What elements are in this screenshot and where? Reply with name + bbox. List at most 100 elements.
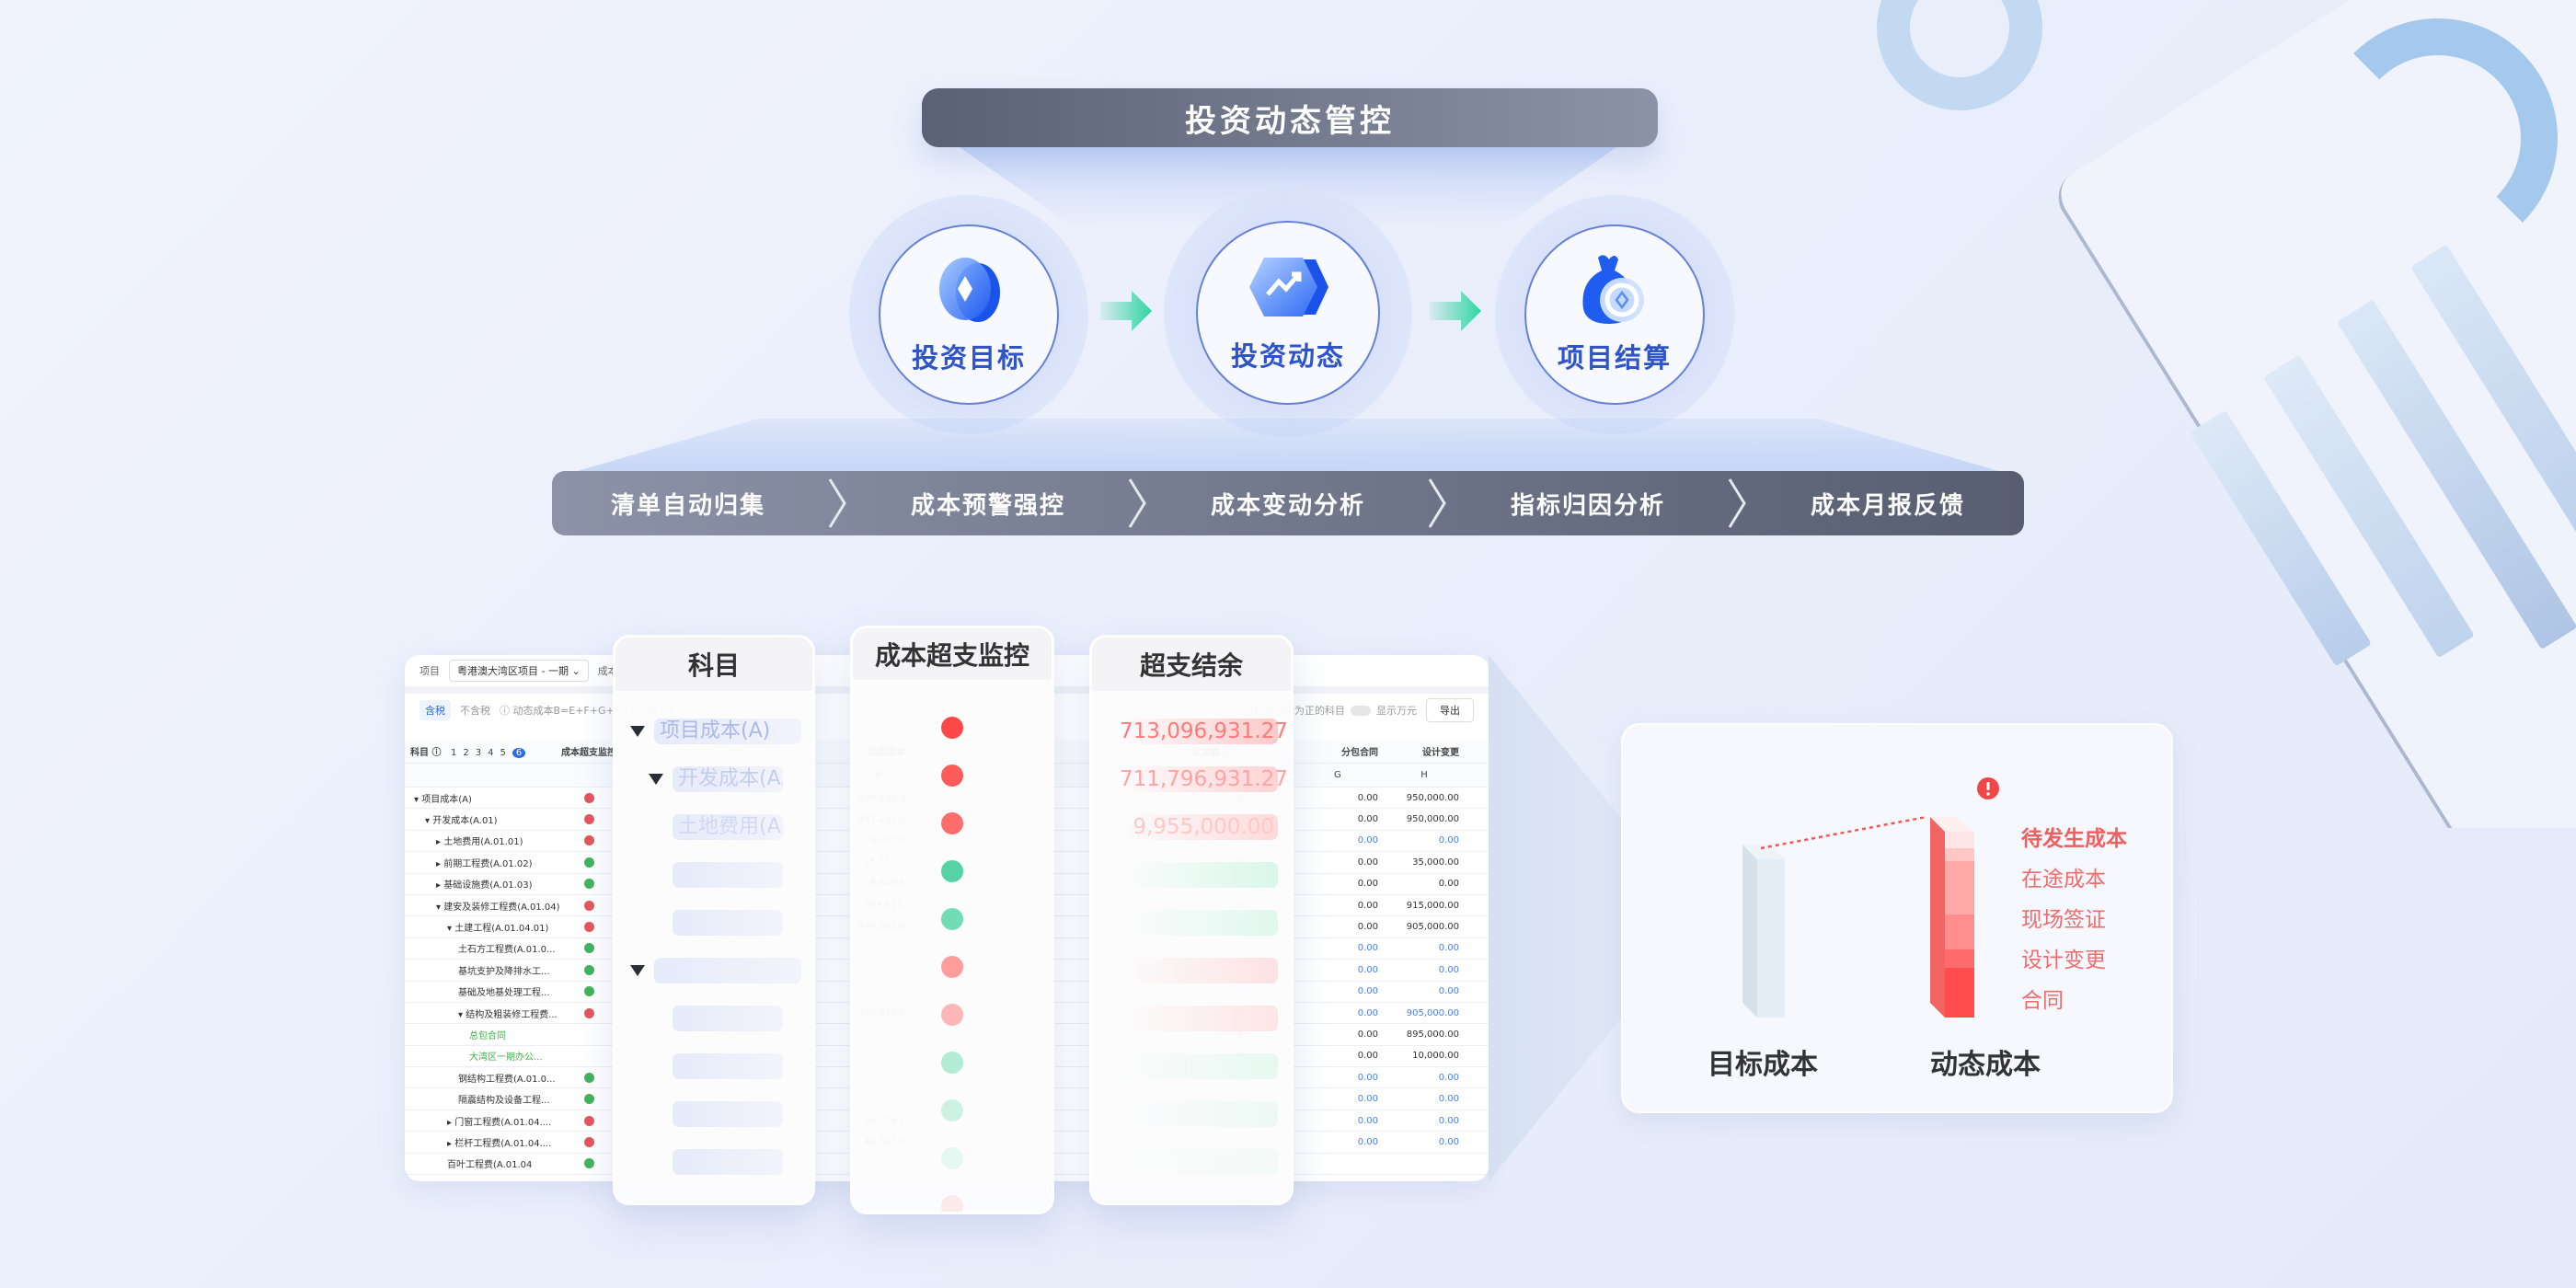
tab-tax-excluded[interactable]: 不含税 [460, 705, 490, 717]
subject-item-label: 土地费用(A.01.01) [678, 815, 783, 838]
row-status [561, 835, 616, 846]
row-design-change: 0.00 [1438, 1094, 1459, 1105]
stage-project-settlement[interactable]: 项目结算 [1495, 195, 1734, 434]
process-step-list-collect[interactable]: 清单自动归集 [610, 491, 765, 520]
balance-placeholder [1120, 1053, 1278, 1079]
row-subject-name: ▸ 基础设施费(A.01.03) [436, 880, 533, 891]
row-site-visa: 221,332 [1465, 814, 1489, 824]
row-subcontract: 0.00 [1357, 1007, 1378, 1018]
row-status [561, 814, 616, 825]
status-dot-green [941, 860, 963, 882]
status-dot-red [941, 1195, 963, 1212]
row-site-visa: 0 [1465, 965, 1489, 975]
row-site-visa: 140,761 [1465, 1051, 1489, 1061]
process-step-cost-change-analysis[interactable]: 成本变动分析 [1210, 491, 1365, 520]
row-status [561, 1158, 616, 1169]
project-label: 项目 [420, 665, 440, 677]
subject-placeholder [673, 1006, 783, 1031]
zoom-connector [1489, 655, 1621, 1181]
balance-placeholder [1120, 910, 1278, 936]
row-subcontract: 0.00 [1357, 1115, 1378, 1126]
subject-card-title: 科目 [615, 638, 812, 691]
dynamic-cost-label: 动态成本 [1930, 1049, 2041, 1081]
row-design-change: 0.00 [1438, 964, 1459, 975]
show-wan-toggle[interactable] [1351, 705, 1371, 716]
monitor-card-title: 成本超支监控 [853, 628, 1052, 680]
row-subcontract: 0.00 [1357, 1094, 1378, 1105]
row-status [561, 900, 616, 911]
row-subject-name: 基坑支护及降排水工... [458, 966, 550, 977]
row-site-visa: 0 [1465, 943, 1489, 953]
chevron-right-icon [1428, 478, 1446, 528]
subject-header: 科目 ⓘ [410, 748, 442, 758]
level-button-6[interactable]: 6 [512, 748, 526, 758]
process-step-cost-warning[interactable]: 成本预警强控 [910, 491, 1065, 520]
row-site-visa: 0 [1465, 1137, 1489, 1147]
status-dot-green [583, 1158, 594, 1169]
project-select[interactable]: 粤港澳大湾区项目 - 一期 ⌄ [449, 660, 589, 682]
row-design-change: 0.00 [1438, 943, 1459, 954]
row-design-change: 950,000.00 [1406, 792, 1459, 803]
process-step-monthly-report[interactable]: 成本月报反馈 [1810, 491, 1965, 520]
subject-item[interactable]: 开发成本(A.01) [673, 766, 783, 792]
row-site-visa: 0 [1465, 835, 1489, 845]
status-dot-green [583, 964, 594, 975]
stage-investment-dynamic[interactable]: 投资动态 [1164, 189, 1412, 437]
caret-down-icon[interactable] [630, 965, 645, 976]
row-subcontract: 0.00 [1357, 857, 1378, 868]
row-subcontract: 0.00 [1357, 943, 1378, 954]
export-button[interactable]: 导出 [1426, 698, 1474, 722]
level-button-4[interactable]: 4 [488, 748, 494, 758]
row-subject-name: ▾ 项目成本(A) [414, 794, 472, 805]
caret-down-icon[interactable] [630, 726, 645, 737]
tab-tax-included[interactable]: 含税 [420, 700, 451, 720]
row-design-change: 0.00 [1438, 835, 1459, 846]
status-dot-green [941, 1099, 963, 1121]
balance-placeholder [1120, 958, 1278, 983]
pie-chart-decoration [1877, 0, 2042, 110]
legend-design-change: 设计变更 [2021, 949, 2106, 972]
balance-card-title: 超支结余 [1092, 638, 1291, 691]
subject-item[interactable]: 项目成本(A) [654, 719, 801, 744]
legend-in-transit-cost: 在途成本 [2021, 868, 2106, 891]
bar-chart-graphic [1742, 815, 1974, 1018]
process-step-indicator-attribution[interactable]: 指标归因分析 [1510, 491, 1665, 520]
stage-investment-target[interactable]: 投资目标 [849, 195, 1088, 434]
status-dot-red [583, 1007, 594, 1018]
balance-value: 711,796,931.27 [1120, 766, 1288, 792]
row-site-visa: 246,332 [1465, 901, 1489, 911]
level-button-2[interactable]: 2 [463, 748, 469, 758]
level-button-1[interactable]: 1 [450, 748, 457, 758]
site-visa-header: 现场签证 [1465, 744, 1489, 758]
row-subcontract: 0.00 [1357, 1051, 1378, 1062]
caret-down-icon[interactable] [649, 774, 663, 785]
decorative-chart-background [1748, 0, 2576, 828]
row-subject-name: 大湾区一期办公... [469, 1052, 543, 1064]
balance-placeholder [1120, 1006, 1278, 1031]
chevron-right-icon [1128, 478, 1146, 528]
subject-item[interactable]: 土地费用(A.01.01) [673, 814, 783, 840]
status-dot-red [583, 1136, 594, 1147]
project-select-value: 粤港澳大湾区项目 - 一期 [457, 665, 569, 677]
row-site-visa: 0 [1465, 1073, 1489, 1083]
target-cost-label: 目标成本 [1708, 1049, 1818, 1081]
subject-item-label: 开发成本(A.01) [678, 767, 783, 790]
row-status [561, 1072, 616, 1083]
subject-item-label: 项目成本(A) [660, 719, 771, 742]
legend-pending-cost: 待发生成本 [2021, 827, 2127, 851]
cost-comparison-chart: 待发生成本 在途成本 现场签证 设计变更 合同 目标成本 动态成本 [1621, 723, 2173, 1113]
subject-card: 科目 项目成本(A) 开发成本(A.01) 土地费用(A.01.01) [613, 635, 815, 1205]
legend-site-visa: 现场签证 [2021, 908, 2106, 932]
ring-chart-decoration [2318, 18, 2558, 258]
show-wan-label: 显示万元 [1376, 705, 1417, 717]
level-button-3[interactable]: 3 [475, 748, 482, 758]
level-button-5[interactable]: 5 [500, 748, 506, 758]
balance-value: 9,955,000.00 [1120, 814, 1278, 840]
row-subcontract: 0.00 [1357, 986, 1378, 997]
status-dot-red [941, 812, 963, 834]
row-site-visa: 0 [1465, 986, 1489, 996]
row-subcontract: 0.00 [1357, 1136, 1378, 1147]
legend-contract: 合同 [2021, 989, 2064, 1013]
stage-label: 投资目标 [911, 342, 1026, 374]
